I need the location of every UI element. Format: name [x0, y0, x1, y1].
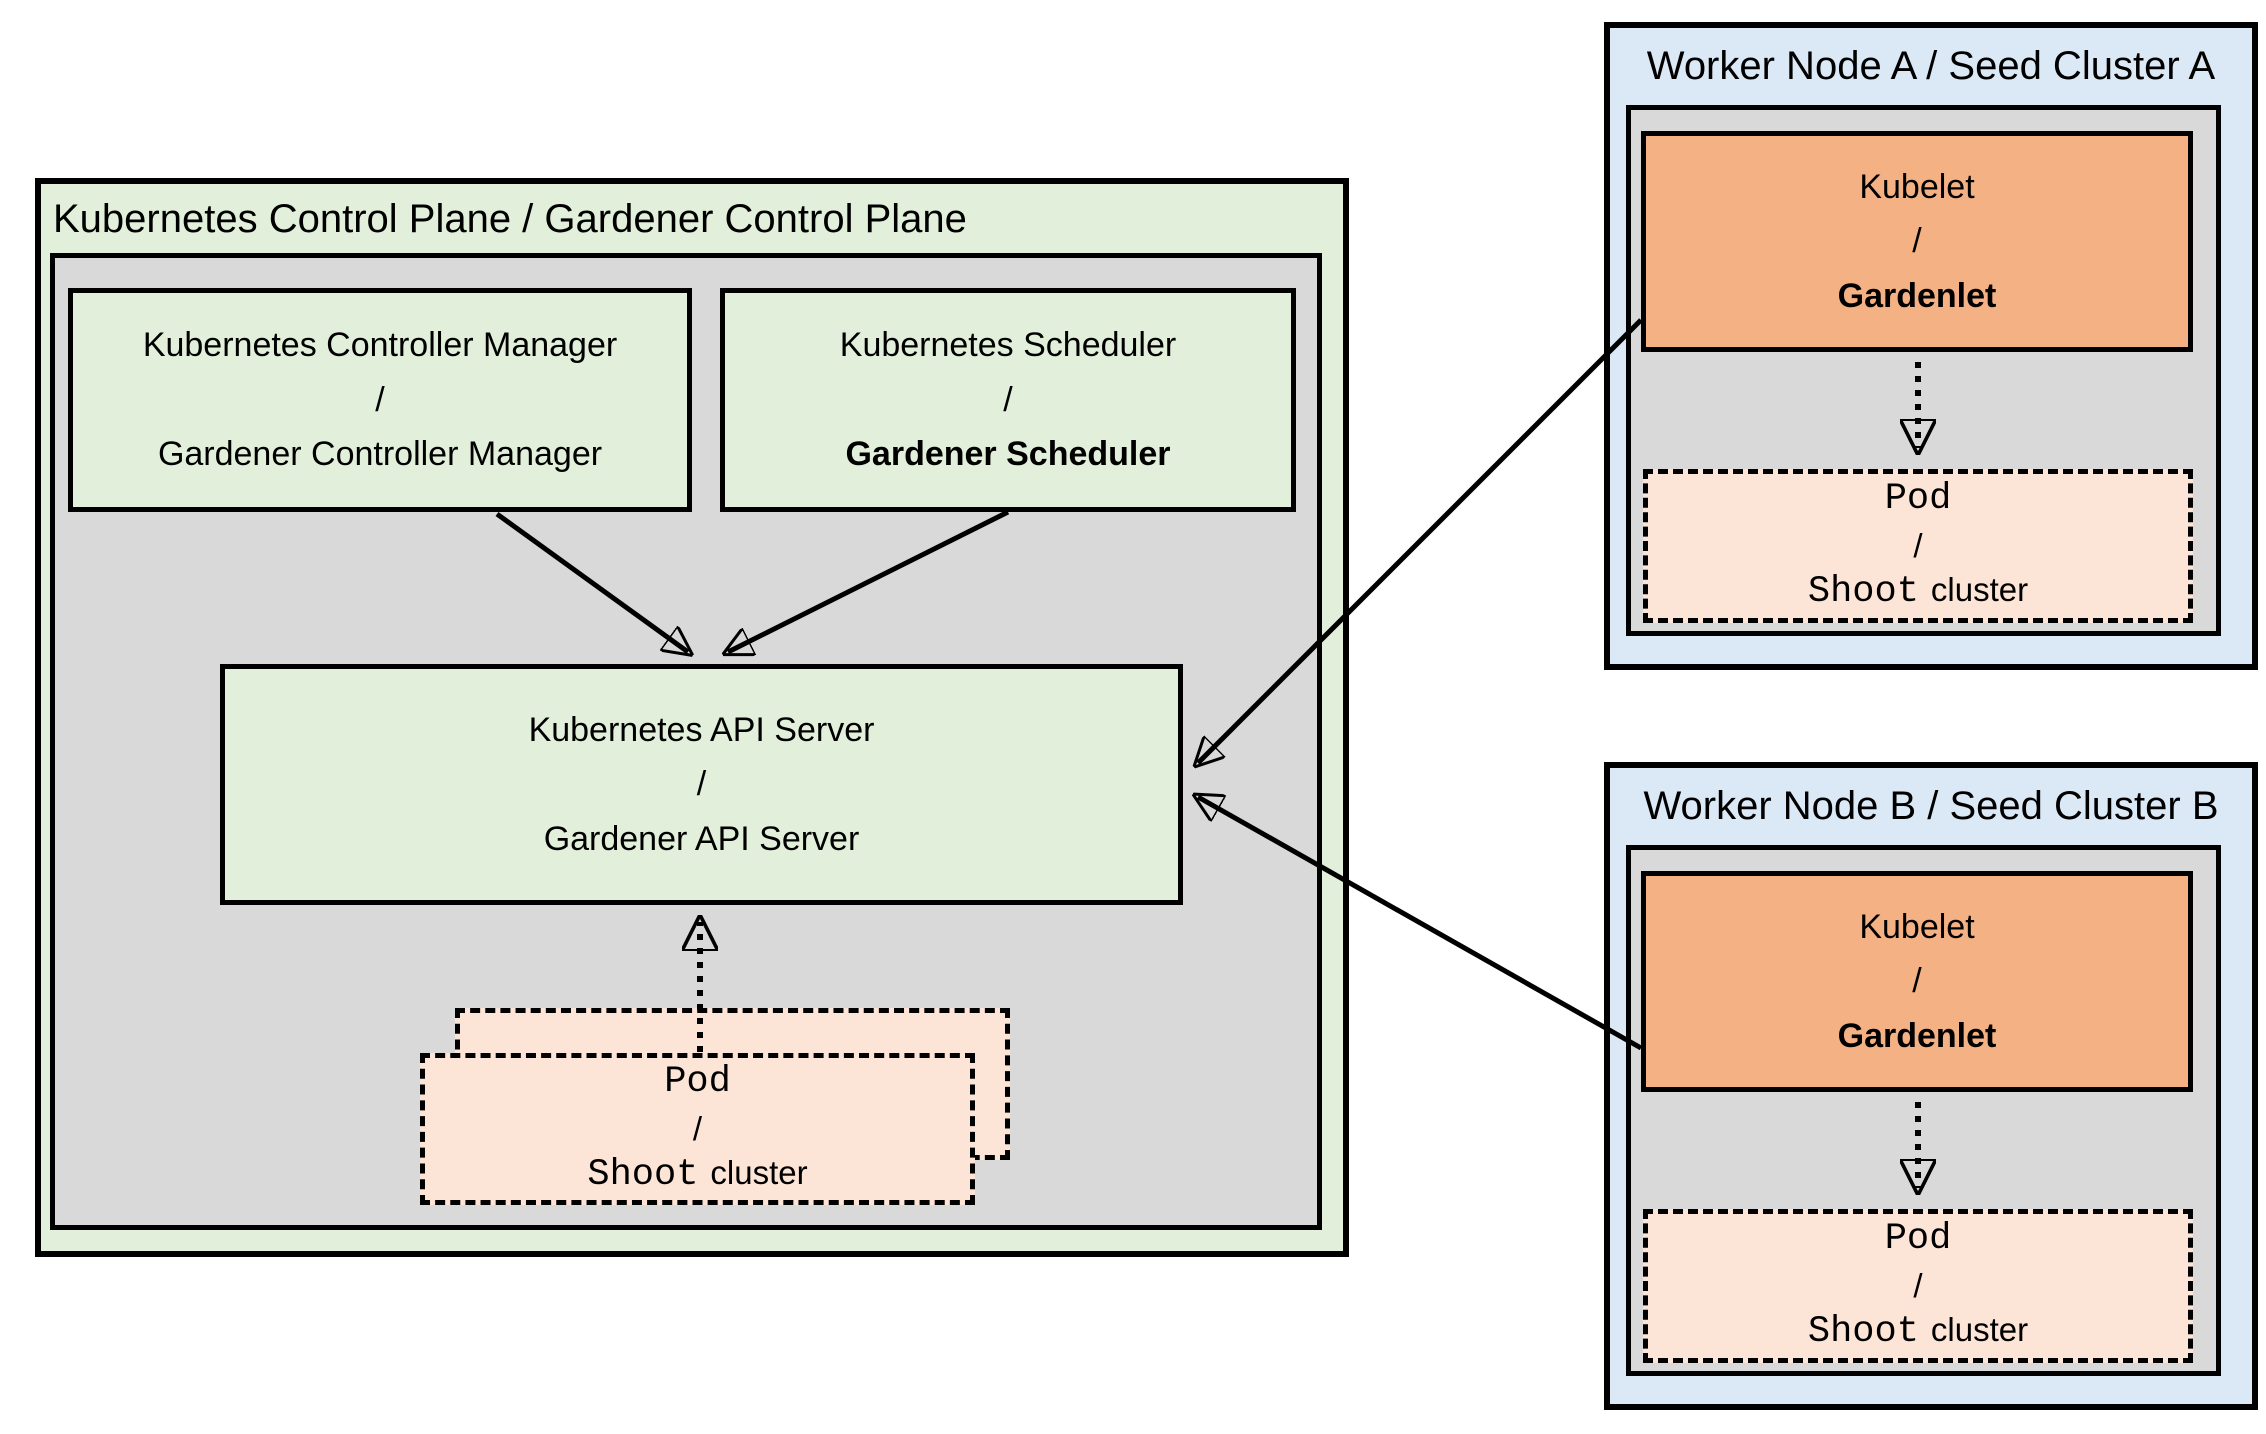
kubelet-a-line1: Kubelet: [1859, 167, 1975, 206]
kubelet-a-line2: Gardenlet: [1837, 276, 1997, 315]
kubelet-gardenlet-box-b: Kubelet / Gardenlet: [1641, 871, 2193, 1092]
control-plane-inner-box: Kubernetes Controller Manager / Gardener…: [50, 253, 1322, 1230]
cluster-label: cluster: [710, 1153, 808, 1191]
control-plane-box: Kubernetes Control Plane / Gardener Cont…: [35, 178, 1349, 1257]
cluster-a-label: cluster: [1930, 570, 2029, 608]
pod-b-line3: Shoot cluster: [1808, 1308, 2028, 1357]
api-server-line1: Kubernetes API Server: [528, 710, 875, 749]
controller-manager-line2: Gardener Controller Manager: [157, 435, 603, 474]
worker-node-a-title: Worker Node A / Seed Cluster A: [1646, 44, 2216, 88]
cluster-b-label: cluster: [1930, 1310, 2029, 1348]
worker-node-b-box: Worker Node B / Seed Cluster B Kubelet /…: [1604, 762, 2258, 1410]
api-server-slash: /: [696, 765, 707, 804]
control-plane-title: Kubernetes Control Plane / Gardener Cont…: [53, 196, 967, 241]
pod-a-label: Pod: [1884, 478, 1952, 521]
pod-shoot-box-b: Pod / Shoot cluster: [1643, 1209, 2193, 1363]
worker-node-b-inner-box: Kubelet / Gardenlet Pod / Shoot cluster: [1626, 845, 2221, 1376]
scheduler-line1: Kubernetes Scheduler: [839, 326, 1177, 365]
pod-a-slash: /: [1913, 527, 1923, 565]
scheduler-box: Kubernetes Scheduler / Gardener Schedule…: [720, 288, 1296, 512]
pod-slash: /: [692, 1110, 703, 1148]
worker-node-a-inner-box: Kubelet / Gardenlet Pod / Shoot cluster: [1626, 105, 2221, 636]
api-server-line2: Gardener API Server: [543, 819, 860, 858]
scheduler-line2: Gardener Scheduler: [845, 435, 1171, 474]
shoot-label: Shoot: [587, 1153, 699, 1196]
pod-b-slash: /: [1913, 1267, 1923, 1305]
scheduler-slash: /: [1003, 380, 1013, 419]
api-server-box: Kubernetes API Server / Gardener API Ser…: [220, 664, 1183, 905]
worker-node-a-box: Worker Node A / Seed Cluster A Kubelet /…: [1604, 22, 2258, 670]
pod-line3: Shoot cluster: [587, 1151, 807, 1200]
shoot-a-label: Shoot: [1807, 570, 1919, 613]
shoot-b-label: Shoot: [1807, 1310, 1919, 1353]
pod-shoot-box-a: Pod / Shoot cluster: [1643, 469, 2193, 623]
pod-label: Pod: [664, 1061, 731, 1104]
controller-manager-slash: /: [375, 380, 385, 419]
kubelet-b-line1: Kubelet: [1859, 907, 1975, 946]
pod-b-label: Pod: [1884, 1218, 1952, 1261]
pod-shoot-box-front: Pod / Shoot cluster: [420, 1053, 975, 1205]
worker-node-b-title: Worker Node B / Seed Cluster B: [1643, 784, 2219, 828]
pod-a-line3: Shoot cluster: [1808, 568, 2028, 617]
kubelet-gardenlet-box-a: Kubelet / Gardenlet: [1641, 131, 2193, 352]
kubelet-b-slash: /: [1912, 962, 1922, 1001]
controller-manager-line1: Kubernetes Controller Manager: [142, 326, 618, 365]
kubelet-b-line2: Gardenlet: [1837, 1016, 1997, 1055]
controller-manager-box: Kubernetes Controller Manager / Gardener…: [68, 288, 692, 512]
kubelet-a-slash: /: [1912, 222, 1922, 261]
